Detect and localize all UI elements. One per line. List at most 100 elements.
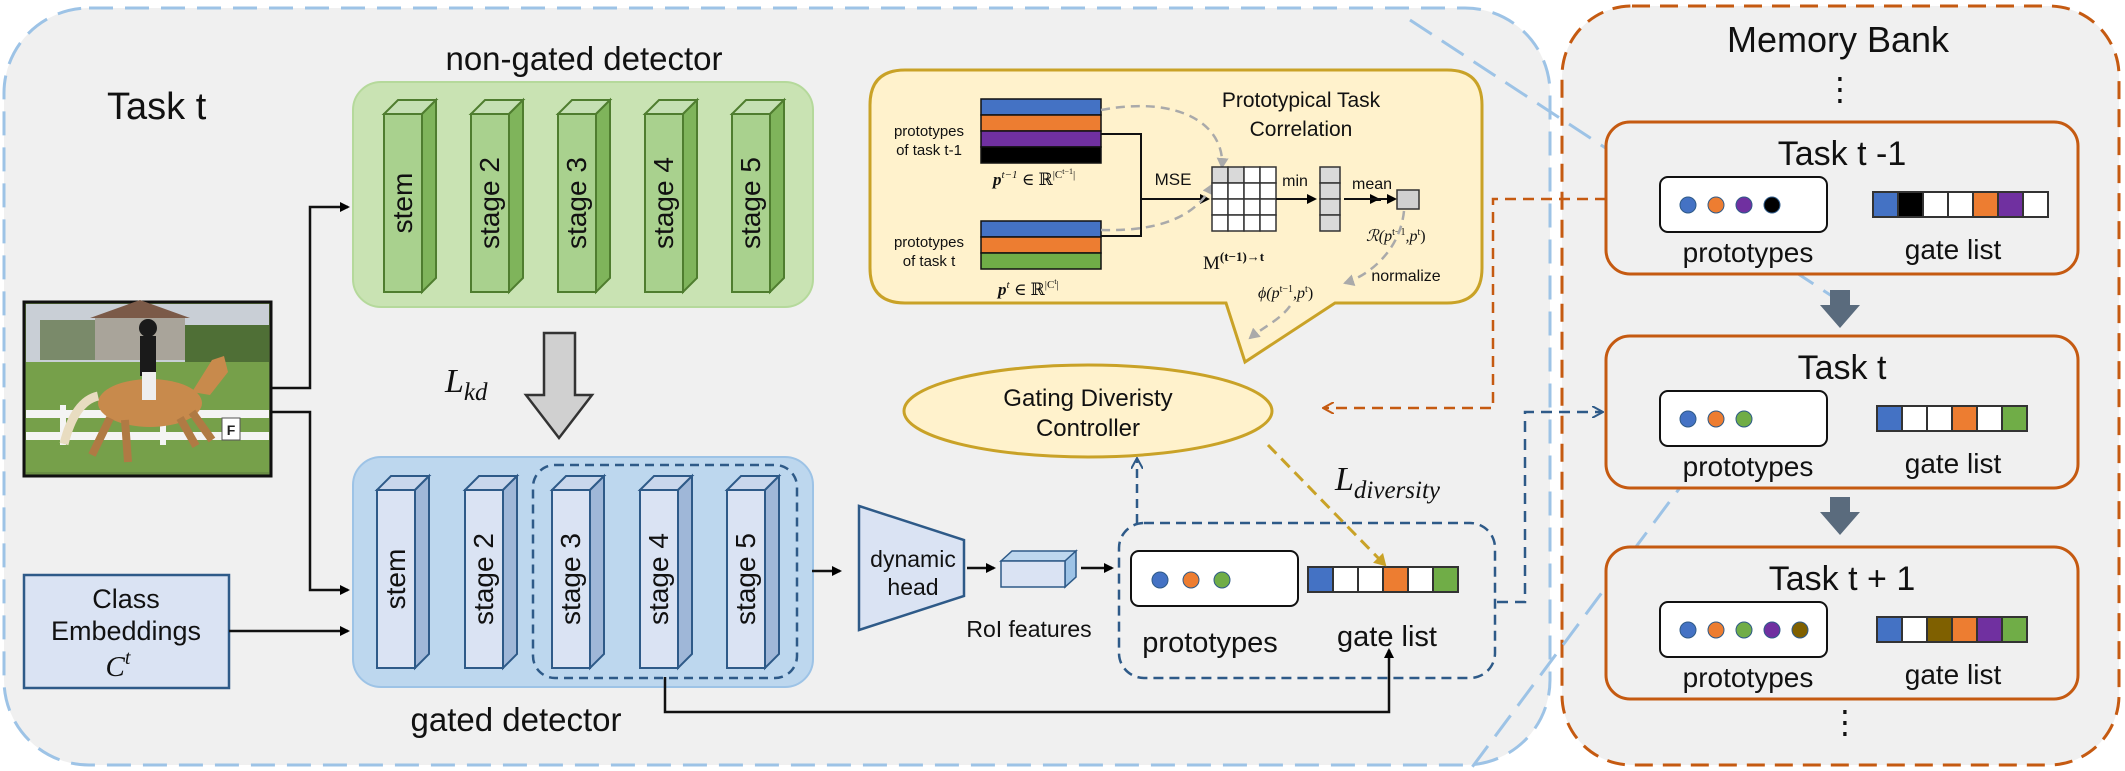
prototype-stack-prev xyxy=(980,98,1102,164)
matrix-cell xyxy=(1211,198,1229,216)
gate-cell xyxy=(1901,616,1928,643)
gd-stage-label: stage 4 xyxy=(643,533,674,625)
prototype-dot xyxy=(1707,621,1725,639)
prototype-stack-row xyxy=(980,114,1102,132)
matrix-cell xyxy=(1243,166,1261,184)
kd-loss-label: Lkd xyxy=(444,363,488,406)
matrix-cell xyxy=(1259,214,1277,232)
prototype-stack-row xyxy=(980,146,1102,164)
prototype-stack-row xyxy=(980,252,1102,270)
min-cell xyxy=(1319,214,1341,232)
diversity-arrow xyxy=(1266,443,1387,567)
matrix-cell xyxy=(1211,166,1229,184)
correlation-score xyxy=(1396,189,1420,210)
memory-gate-list-label: gate list xyxy=(1905,659,2002,690)
memory-task-title: Task t -1 xyxy=(1778,135,1906,173)
memory-prototypes-label: prototypes xyxy=(1683,237,1814,268)
mean-label: mean xyxy=(1352,176,1392,193)
gate-cell xyxy=(1876,616,1903,643)
matrix-cell xyxy=(1211,214,1229,232)
prototype-dot xyxy=(1151,571,1169,589)
dynamic-head-label: dynamic xyxy=(870,546,956,572)
matrix-cell xyxy=(1211,182,1229,200)
prototype-gate-box xyxy=(1117,521,1497,680)
phi-label: ϕ(pt−1,pt) xyxy=(1258,284,1313,302)
prototypes-prev-label: prototypes xyxy=(894,123,964,140)
gate-cell xyxy=(1976,405,2003,432)
prototype-dot xyxy=(1791,621,1809,639)
class-embeddings-label: Class xyxy=(92,584,160,614)
gate-cell xyxy=(1876,405,1903,432)
prototype-dot xyxy=(1707,410,1725,428)
prototype-dot xyxy=(1679,621,1697,639)
prototype-dot xyxy=(1679,410,1697,428)
gated-stage-group xyxy=(531,463,799,680)
gate-cell xyxy=(1976,616,2003,643)
gd-stage-label: stage 3 xyxy=(555,533,586,625)
ngd-stage-block: stage 4 xyxy=(642,97,700,295)
gate-cell xyxy=(2022,191,2049,218)
min-cell xyxy=(1319,182,1341,200)
matrix-cell xyxy=(1243,182,1261,200)
ngd-stage-block: stem xyxy=(381,97,439,295)
gate-cell xyxy=(1997,191,2024,218)
gd-stage-block: stage 3 xyxy=(549,473,607,671)
correlation-title: Prototypical Task xyxy=(1222,89,1381,112)
gating-controller-label: Gating Diveristy xyxy=(1003,385,1172,412)
gate-cell xyxy=(1872,191,1899,218)
gate-cell xyxy=(1901,405,1928,432)
cur-prototype-equation: pt ∈ ℝ|Ct| xyxy=(996,277,1059,299)
memory-down-arrow xyxy=(1820,497,1860,535)
prototype-dot xyxy=(1707,196,1725,214)
ngd-stage-label: stage 4 xyxy=(648,157,679,249)
correlation-matrix xyxy=(1211,166,1277,232)
prototype-stack-row xyxy=(980,220,1102,238)
class-embeddings-label: Embeddings xyxy=(51,616,201,646)
memory-gate-list-label: gate list xyxy=(1905,448,2002,479)
gate-cell xyxy=(1926,405,1953,432)
matrix-cell xyxy=(1227,182,1245,200)
normalize-label: normalize xyxy=(1371,268,1440,285)
matrix-cell xyxy=(1227,198,1245,216)
ngd-stage-block: stage 2 xyxy=(468,97,526,295)
prototype-dot xyxy=(1763,196,1781,214)
mse-label: MSE xyxy=(1155,170,1192,189)
gating-diversity-controller xyxy=(902,363,1274,459)
memory-prototypes-label: prototypes xyxy=(1683,451,1814,482)
gd-stage-label: stage 2 xyxy=(468,533,499,625)
min-label: min xyxy=(1282,173,1308,190)
memory-down-arrow xyxy=(1820,290,1860,328)
prototype-dots xyxy=(1151,571,1231,589)
gd-stage-label: stage 5 xyxy=(730,533,761,625)
memory-dots-top: ⋮ xyxy=(1824,71,1856,107)
gd-stage-block: stage 2 xyxy=(462,473,520,671)
prototype-dot xyxy=(1735,410,1753,428)
gate-cell xyxy=(1382,566,1409,593)
gate-cell xyxy=(1951,405,1978,432)
prototype-dot xyxy=(1735,196,1753,214)
dynamic-head-label: head xyxy=(887,574,938,600)
prototype-stack-cur xyxy=(980,220,1102,270)
prototype-dot xyxy=(1213,571,1231,589)
gate-cell xyxy=(1897,191,1924,218)
gate-list xyxy=(1307,566,1459,593)
task-title: Task t xyxy=(107,86,207,128)
matrix-cell xyxy=(1227,166,1245,184)
prototype-stack-row xyxy=(980,130,1102,148)
prototype-dot xyxy=(1735,621,1753,639)
memory-bank-title: Memory Bank xyxy=(1727,19,1950,60)
ngd-stage-label: stem xyxy=(387,173,418,234)
roi-features-cube xyxy=(999,549,1078,589)
matrix-cell xyxy=(1243,198,1261,216)
min-cell xyxy=(1319,166,1341,184)
gate-cell xyxy=(1407,566,1434,593)
ngd-stage-block: stage 5 xyxy=(729,97,787,295)
matrix-cell xyxy=(1259,182,1277,200)
matrix-cell xyxy=(1227,214,1245,232)
memory-gate-list-label: gate list xyxy=(1905,234,2002,265)
memory-dots-bottom: ⋮ xyxy=(1829,704,1861,740)
min-cell xyxy=(1319,198,1341,216)
input-image: F xyxy=(22,300,273,478)
gate-cell xyxy=(1972,191,1999,218)
